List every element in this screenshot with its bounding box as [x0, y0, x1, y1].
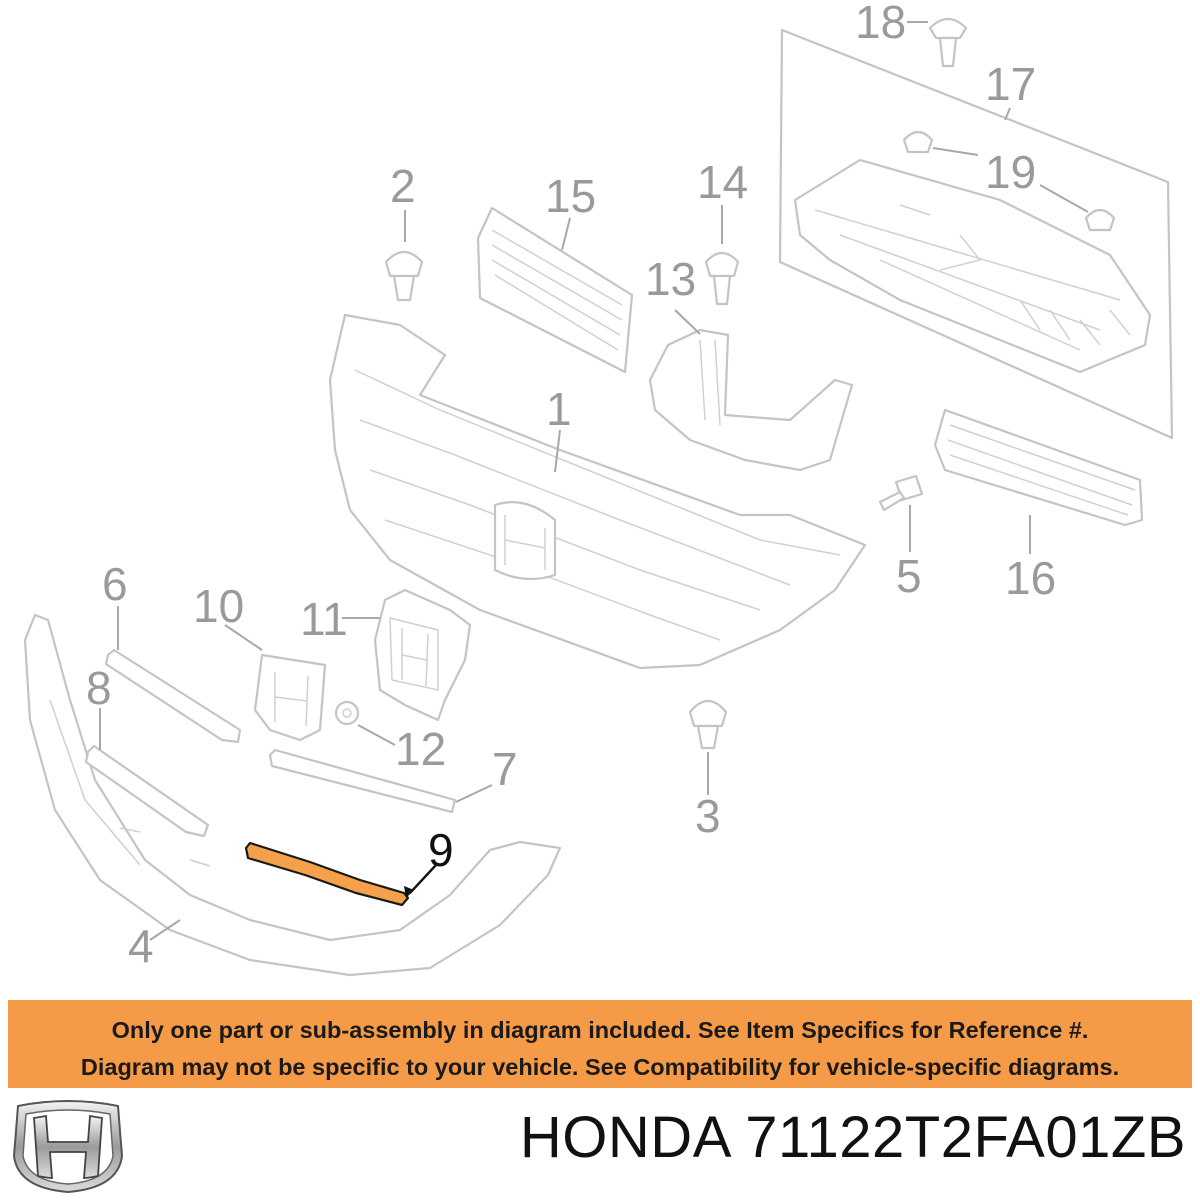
notice-line-2: Diagram may not be specific to your vehi… — [80, 1054, 1120, 1080]
part-4-bumper-face — [23, 613, 562, 977]
part-9-highlighted-molding — [244, 841, 410, 907]
callout-13: 13 — [645, 253, 696, 305]
callout-4: 4 — [128, 920, 154, 972]
part-title: HONDA 71122T2FA01ZB — [519, 1105, 1186, 1170]
part-12-nut — [334, 700, 360, 726]
callout-17: 17 — [985, 58, 1036, 110]
callout-19: 19 — [985, 146, 1036, 198]
part-8-middle-strip — [84, 744, 210, 838]
part-6-upper-strip — [104, 648, 242, 744]
parts-diagram: 18 17 19 2 15 14 13 1 5 16 6 10 11 8 12 … — [23, 0, 1174, 977]
callout-15: 15 — [545, 170, 596, 222]
callout-18: 18 — [855, 0, 906, 48]
callout-2: 2 — [390, 160, 416, 212]
callout-12: 12 — [395, 723, 446, 775]
notice-line-1: Only one part or sub-assembly in diagram… — [111, 1017, 1089, 1043]
callout-5: 5 — [896, 550, 922, 602]
footer: HONDA 71122T2FA01ZB — [0, 1092, 1200, 1200]
part-18-clip — [928, 17, 968, 68]
part-5-bolt — [878, 474, 924, 512]
notice-banner: Only one part or sub-assembly in diagram… — [8, 1000, 1192, 1088]
part-11-emblem-base — [373, 588, 472, 722]
part-3-clip — [688, 699, 728, 750]
part-2-clip — [384, 250, 424, 302]
callout-16: 16 — [1005, 552, 1056, 604]
callout-3: 3 — [695, 790, 721, 842]
part-10-emblem — [253, 653, 327, 742]
callout-6: 6 — [102, 558, 128, 610]
part-16-side-grille — [933, 408, 1144, 527]
part-13-bracket — [648, 328, 854, 472]
honda-logo-icon — [12, 1100, 124, 1194]
part-17-cover-panel — [778, 28, 1174, 440]
part-19-clips — [902, 130, 1116, 232]
part-15-upper-grille — [476, 206, 634, 374]
leader-lines — [99, 21, 1089, 941]
part-14-clip — [704, 251, 740, 306]
callout-8: 8 — [86, 662, 112, 714]
callout-9: 9 — [428, 824, 454, 876]
callout-11: 11 — [300, 593, 348, 645]
callout-14: 14 — [697, 156, 748, 208]
part-7-strip — [268, 748, 457, 814]
callout-1: 1 — [546, 383, 572, 435]
callout-10: 10 — [193, 580, 244, 632]
callout-7: 7 — [492, 743, 518, 795]
part-1-grille-assembly — [328, 313, 867, 670]
